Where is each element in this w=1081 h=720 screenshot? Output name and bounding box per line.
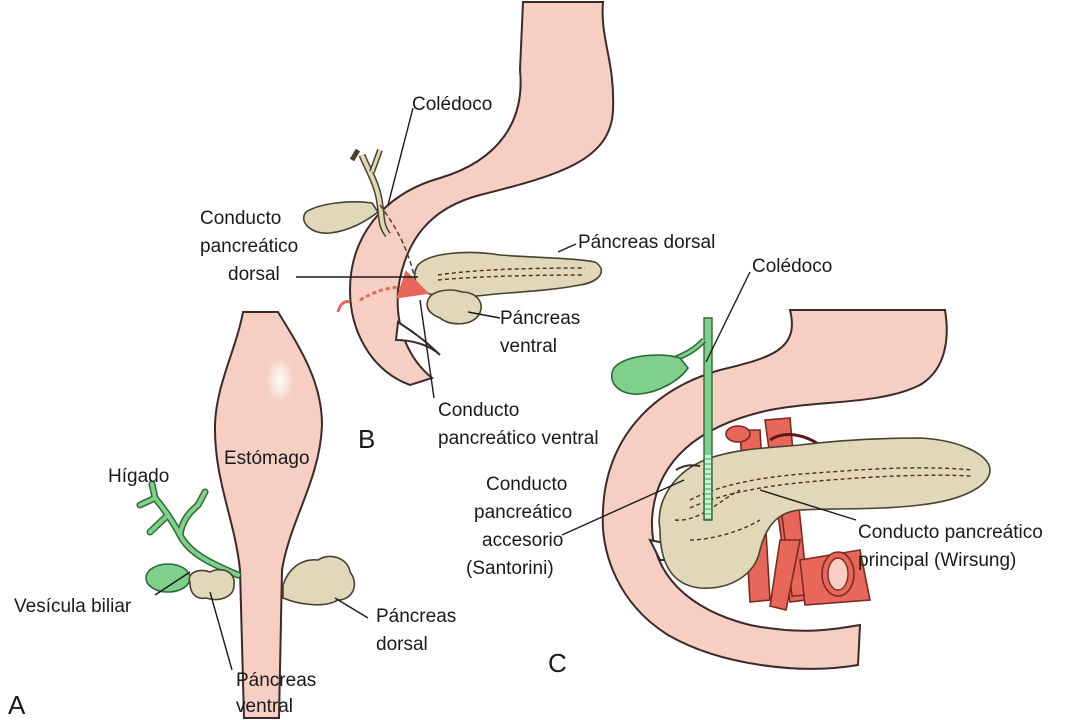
- label-acc-c-3: accesorio: [482, 530, 563, 551]
- label-main-c-1: Conducto pancreático: [858, 522, 1043, 543]
- label-acc-c-2: pancreático: [474, 502, 572, 523]
- ventral-pancreas-b: [427, 290, 481, 324]
- stomach-shine: [266, 356, 294, 404]
- dorsal-pancreas-a: [283, 556, 354, 604]
- panel-letter-c: C: [548, 648, 567, 678]
- label-cpd-b-3: dorsal: [228, 264, 280, 285]
- bile-duct-c: [704, 318, 712, 520]
- label-cpd-b-1: Conducto: [200, 208, 281, 229]
- label-main-c-2: principal (Wirsung): [858, 550, 1016, 571]
- label-liver: Hígado: [108, 466, 169, 487]
- label-stomach: Estómago: [224, 448, 310, 469]
- panel-letter-a: A: [8, 690, 26, 720]
- label-acc-c-1: Conducto: [486, 474, 567, 495]
- label-pancreas-ventral-b-2: ventral: [500, 336, 557, 357]
- label-pancreas-ventral-b-1: Páncreas: [500, 308, 580, 329]
- label-dorsal-pancreas-a-1: Páncreas: [376, 606, 456, 627]
- label-cpv-b-2: pancreático ventral: [438, 428, 599, 449]
- label-acc-c-4: (Santorini): [466, 558, 554, 579]
- label-pancreas-dorsal-b: Páncreas dorsal: [578, 232, 715, 253]
- label-cpd-b-2: pancreático: [200, 236, 298, 257]
- gallbladder-a: [146, 564, 190, 592]
- label-coledoco-b: Colédoco: [412, 94, 492, 115]
- label-coledoco-c: Colédoco: [752, 256, 832, 277]
- panel-letter-b: B: [358, 424, 375, 454]
- label-ventral-pancreas-a-1: Páncreas: [236, 670, 316, 691]
- label-ventral-pancreas-a-2: ventral: [236, 696, 293, 717]
- label-gallbladder: Vesícula biliar: [14, 596, 132, 617]
- liver-bud-fill: [140, 484, 238, 575]
- label-cpv-b-1: Conducto: [438, 400, 519, 421]
- label-dorsal-pancreas-a-2: dorsal: [376, 634, 428, 655]
- ventral-pancreas-a: [189, 570, 234, 600]
